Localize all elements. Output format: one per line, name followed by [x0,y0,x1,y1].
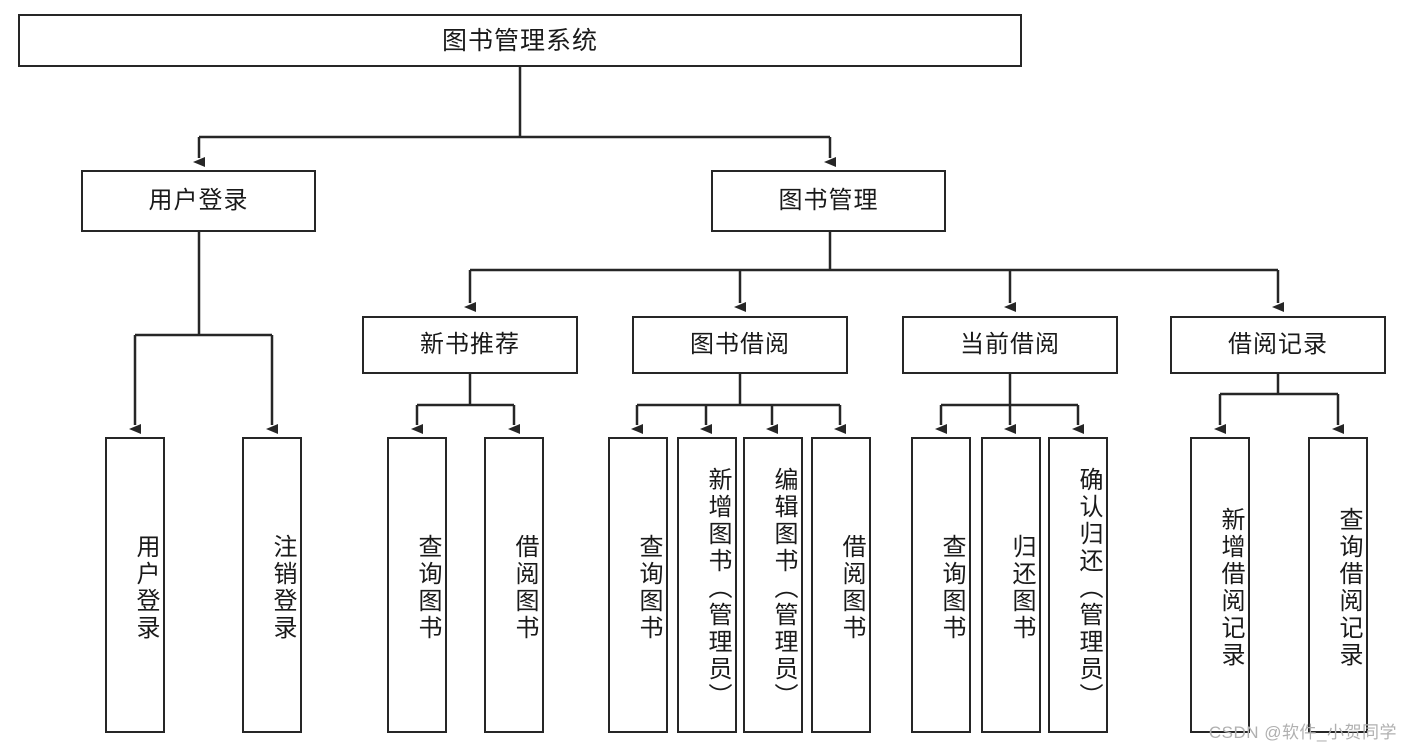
leaf-confirm-return-admin[interactable]: 确认归还（管理员） [1048,437,1108,733]
leaf-query-borrow-record[interactable]: 查询借阅记录 [1308,437,1368,733]
node-label: 图书管理 [778,186,879,214]
node-label: 用户登录 [148,186,249,214]
node-label: 查询图书 [414,534,441,642]
node-label: 图书借阅 [690,330,790,358]
leaf-logout-login[interactable]: 注销登录 [242,437,302,733]
node-label: 注销登录 [269,534,296,642]
leaf-edit-book-admin[interactable]: 编辑图书（管理员） [743,437,803,733]
node-label: 确认归还（管理员） [1075,466,1102,710]
node-book-management[interactable]: 图书管理 [711,170,946,232]
node-label: 归还图书 [1008,534,1035,642]
node-borrow-record[interactable]: 借阅记录 [1170,316,1386,374]
node-user-login[interactable]: 用户登录 [81,170,316,232]
node-label: 查询借阅记录 [1335,507,1362,669]
leaf-return-book[interactable]: 归还图书 [981,437,1041,733]
leaf-add-book-admin[interactable]: 新增图书（管理员） [677,437,737,733]
node-current-borrow[interactable]: 当前借阅 [902,316,1118,374]
node-label: 借阅图书 [838,534,865,642]
node-new-book-recommend[interactable]: 新书推荐 [362,316,578,374]
node-label: 当前借阅 [960,330,1060,358]
node-label: 新书推荐 [420,330,520,358]
node-label: 查询图书 [635,534,662,642]
node-book-borrow[interactable]: 图书借阅 [632,316,848,374]
leaf-user-login[interactable]: 用户登录 [105,437,165,733]
leaf-borrow-book-recommend[interactable]: 借阅图书 [484,437,544,733]
leaf-query-book-recommend[interactable]: 查询图书 [387,437,447,733]
node-label: 查询图书 [938,534,965,642]
node-label: 用户登录 [132,534,159,642]
node-label: 编辑图书（管理员） [770,466,797,710]
node-label: 图书管理系统 [441,26,598,55]
node-label: 新增图书（管理员） [704,466,731,710]
node-label: 借阅记录 [1228,330,1328,358]
watermark-text: CSDN @软件_小贺同学 [1208,723,1397,742]
node-root-book-management-system[interactable]: 图书管理系统 [18,14,1022,67]
leaf-borrow-book[interactable]: 借阅图书 [811,437,871,733]
leaf-query-book-borrow[interactable]: 查询图书 [608,437,668,733]
leaf-query-book-current[interactable]: 查询图书 [911,437,971,733]
leaf-add-borrow-record[interactable]: 新增借阅记录 [1190,437,1250,733]
node-label: 新增借阅记录 [1217,507,1244,669]
node-label: 借阅图书 [511,534,538,642]
